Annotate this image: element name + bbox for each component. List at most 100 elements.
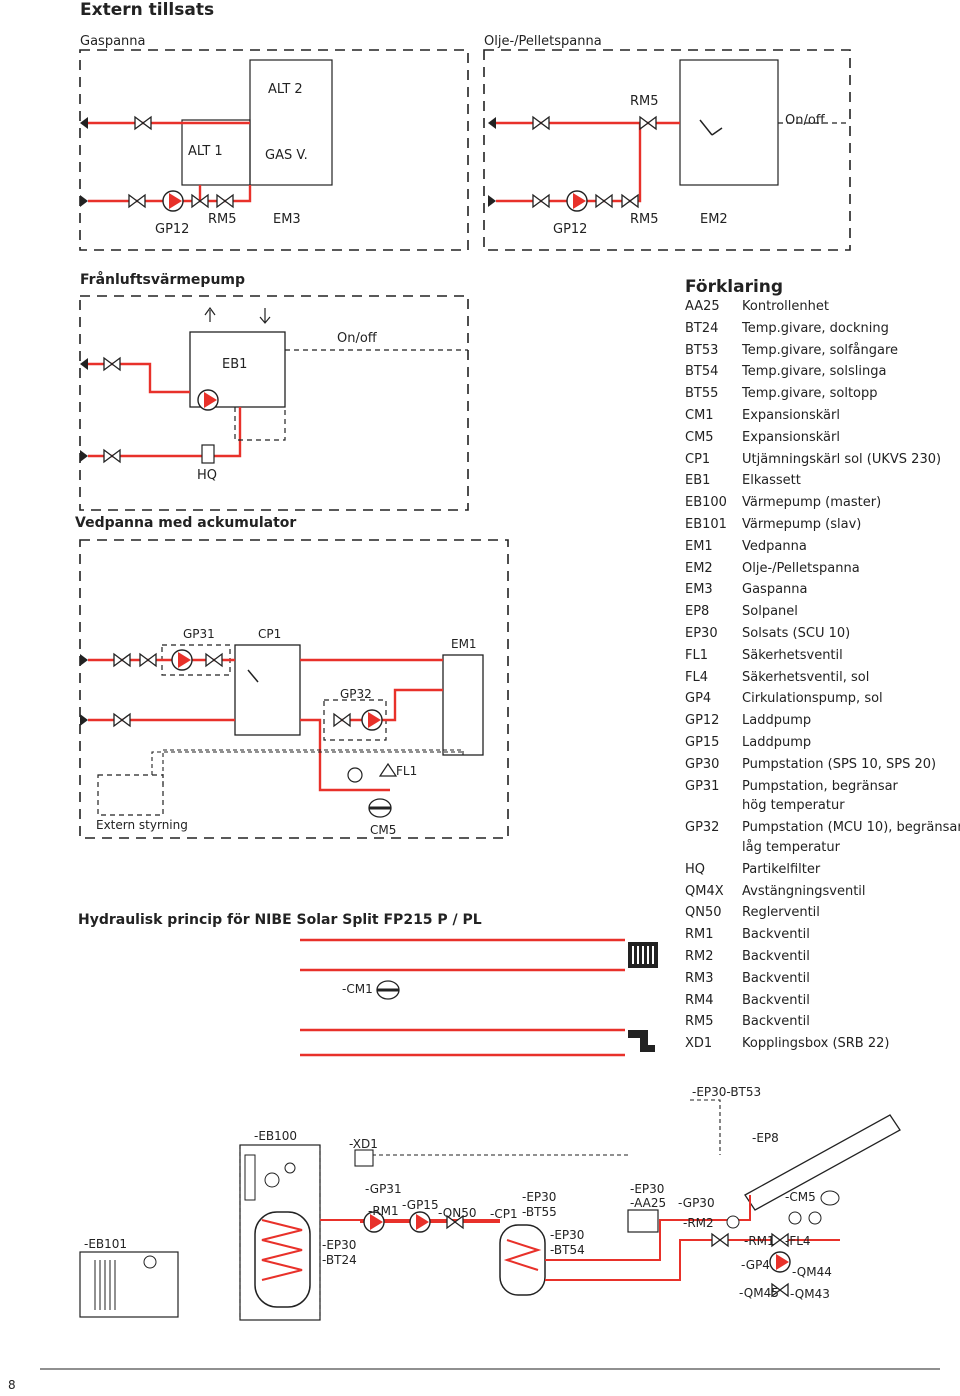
legend-desc: Laddpump <box>742 735 812 750</box>
rm2-label: -RM2 <box>683 1216 714 1230</box>
gp4-label: -GP4 <box>741 1258 770 1272</box>
legend-code: EB101 <box>685 517 727 532</box>
on-off-top-label: On/off <box>785 113 825 128</box>
legend-code: BT53 <box>685 342 719 358</box>
legend-item: GP31 Pumpstation, begränsar <box>685 779 898 794</box>
legend-desc: Elkassett <box>742 473 801 489</box>
legend-desc: Temp.givare, solslinga <box>742 364 887 380</box>
legend-code: FL4 <box>685 669 708 685</box>
legend-desc: Utjämningskärl sol (UKVS 230) <box>742 451 942 467</box>
eb100-label: -EB100 <box>254 1129 298 1143</box>
legend-desc: Backventil <box>742 1014 810 1030</box>
legend-code: EP30 <box>685 626 718 641</box>
legend-code: GP12 <box>685 713 720 729</box>
legend-code: GP32 <box>685 820 720 836</box>
legend-code: EM3 <box>685 582 713 598</box>
qm45-label: -QM45 <box>739 1286 779 1300</box>
legend-desc: Reglerventil <box>742 905 820 921</box>
legend-title: Förklaring <box>685 277 784 297</box>
legend-code: RM2 <box>685 949 714 964</box>
ep30-aa25-a: -EP30 <box>630 1182 665 1196</box>
legend-code: BT55 <box>685 386 719 402</box>
rm5-left-label: RM5 <box>208 212 237 227</box>
franluft-section <box>79 295 469 511</box>
legend-code: EB1 <box>685 473 711 489</box>
cm5-label: CM5 <box>370 823 397 837</box>
vedpanna-section <box>79 539 509 839</box>
legend-desc: Värmepump (master) <box>742 495 882 511</box>
legend-desc-continued: låg temperatur <box>742 840 840 855</box>
em1-label: EM1 <box>451 637 477 651</box>
bt24-label: -BT24 <box>322 1253 357 1267</box>
legend-desc: Pumpstation (SPS 10, SPS 20) <box>742 756 937 772</box>
legend-desc: Vedpanna <box>742 538 807 554</box>
legend-desc: Solpanel <box>742 604 798 620</box>
gp31-bottom-label: -GP31 <box>365 1182 402 1196</box>
legend-code: GP15 <box>685 735 720 750</box>
legend-desc: Pumpstation (MCU 10), begränsar <box>742 820 960 836</box>
eb1-label: EB1 <box>222 357 248 372</box>
legend-code: GP31 <box>685 778 720 794</box>
gp32-label: GP32 <box>340 687 372 701</box>
bt55-label: -BT55 <box>522 1205 557 1219</box>
legend-code: CM5 <box>685 429 714 445</box>
legend-item: GP15 Laddpump <box>685 735 811 750</box>
eb101-label: -EB101 <box>84 1237 128 1251</box>
legend-desc: Expansionskärl <box>742 408 840 423</box>
legend-desc: Säkerhetsventil <box>742 647 843 663</box>
legend-desc-continued: hög temperatur <box>742 798 845 814</box>
rm5-top-label: RM5 <box>630 94 659 109</box>
legend-desc: Cirkulationspump, sol <box>742 691 883 707</box>
gaspanna-section <box>79 49 851 251</box>
legend-code: BT54 <box>685 364 719 380</box>
legend-code: AA25 <box>685 299 720 314</box>
legend-desc: Pumpstation, begränsar <box>742 778 898 794</box>
ep30-label-a: -EP30 <box>322 1238 357 1252</box>
xd1-label: -XD1 <box>349 1137 378 1151</box>
fl1-label: FL1 <box>396 764 418 778</box>
franluft-on-off: On/off <box>337 331 377 346</box>
bt54-label: -BT54 <box>550 1243 585 1257</box>
qn50-label: -QN50 <box>438 1206 477 1220</box>
legend-item: GP32 Pumpstation (MCU 10), begränsar <box>685 820 960 835</box>
em3-label: EM3 <box>273 212 301 227</box>
alt2-label: ALT 2 <box>268 82 303 97</box>
legend-desc: Gaspanna <box>742 582 808 598</box>
legend-code: EM1 <box>685 538 713 554</box>
gp12-right-label: GP12 <box>553 222 588 237</box>
franluft-title: Frånluftsvärmepump <box>80 272 246 288</box>
cm5-bottom-label: -CM5 <box>785 1190 816 1204</box>
ep30-bt55-a: -EP30 <box>522 1190 557 1204</box>
rm1b-label: -RM1 <box>744 1234 775 1248</box>
legend-desc: Avstängningsventil <box>742 883 866 899</box>
hydraulic-title: Hydraulisk princip för NIBE Solar Split … <box>78 912 482 928</box>
legend-code: HQ <box>685 861 706 877</box>
gp31-label: GP31 <box>183 627 215 641</box>
legend-item: EM3 Gaspanna <box>685 582 807 597</box>
vedpanna-title: Vedpanna med ackumulator <box>75 515 297 531</box>
ep8-label: -EP8 <box>752 1131 779 1145</box>
ep30-bt53-label: -EP30-BT53 <box>692 1085 762 1099</box>
legend-desc: Backventil <box>742 927 810 943</box>
qm44-label: -QM44 <box>792 1265 832 1279</box>
legend-desc: Backventil <box>742 992 810 1008</box>
